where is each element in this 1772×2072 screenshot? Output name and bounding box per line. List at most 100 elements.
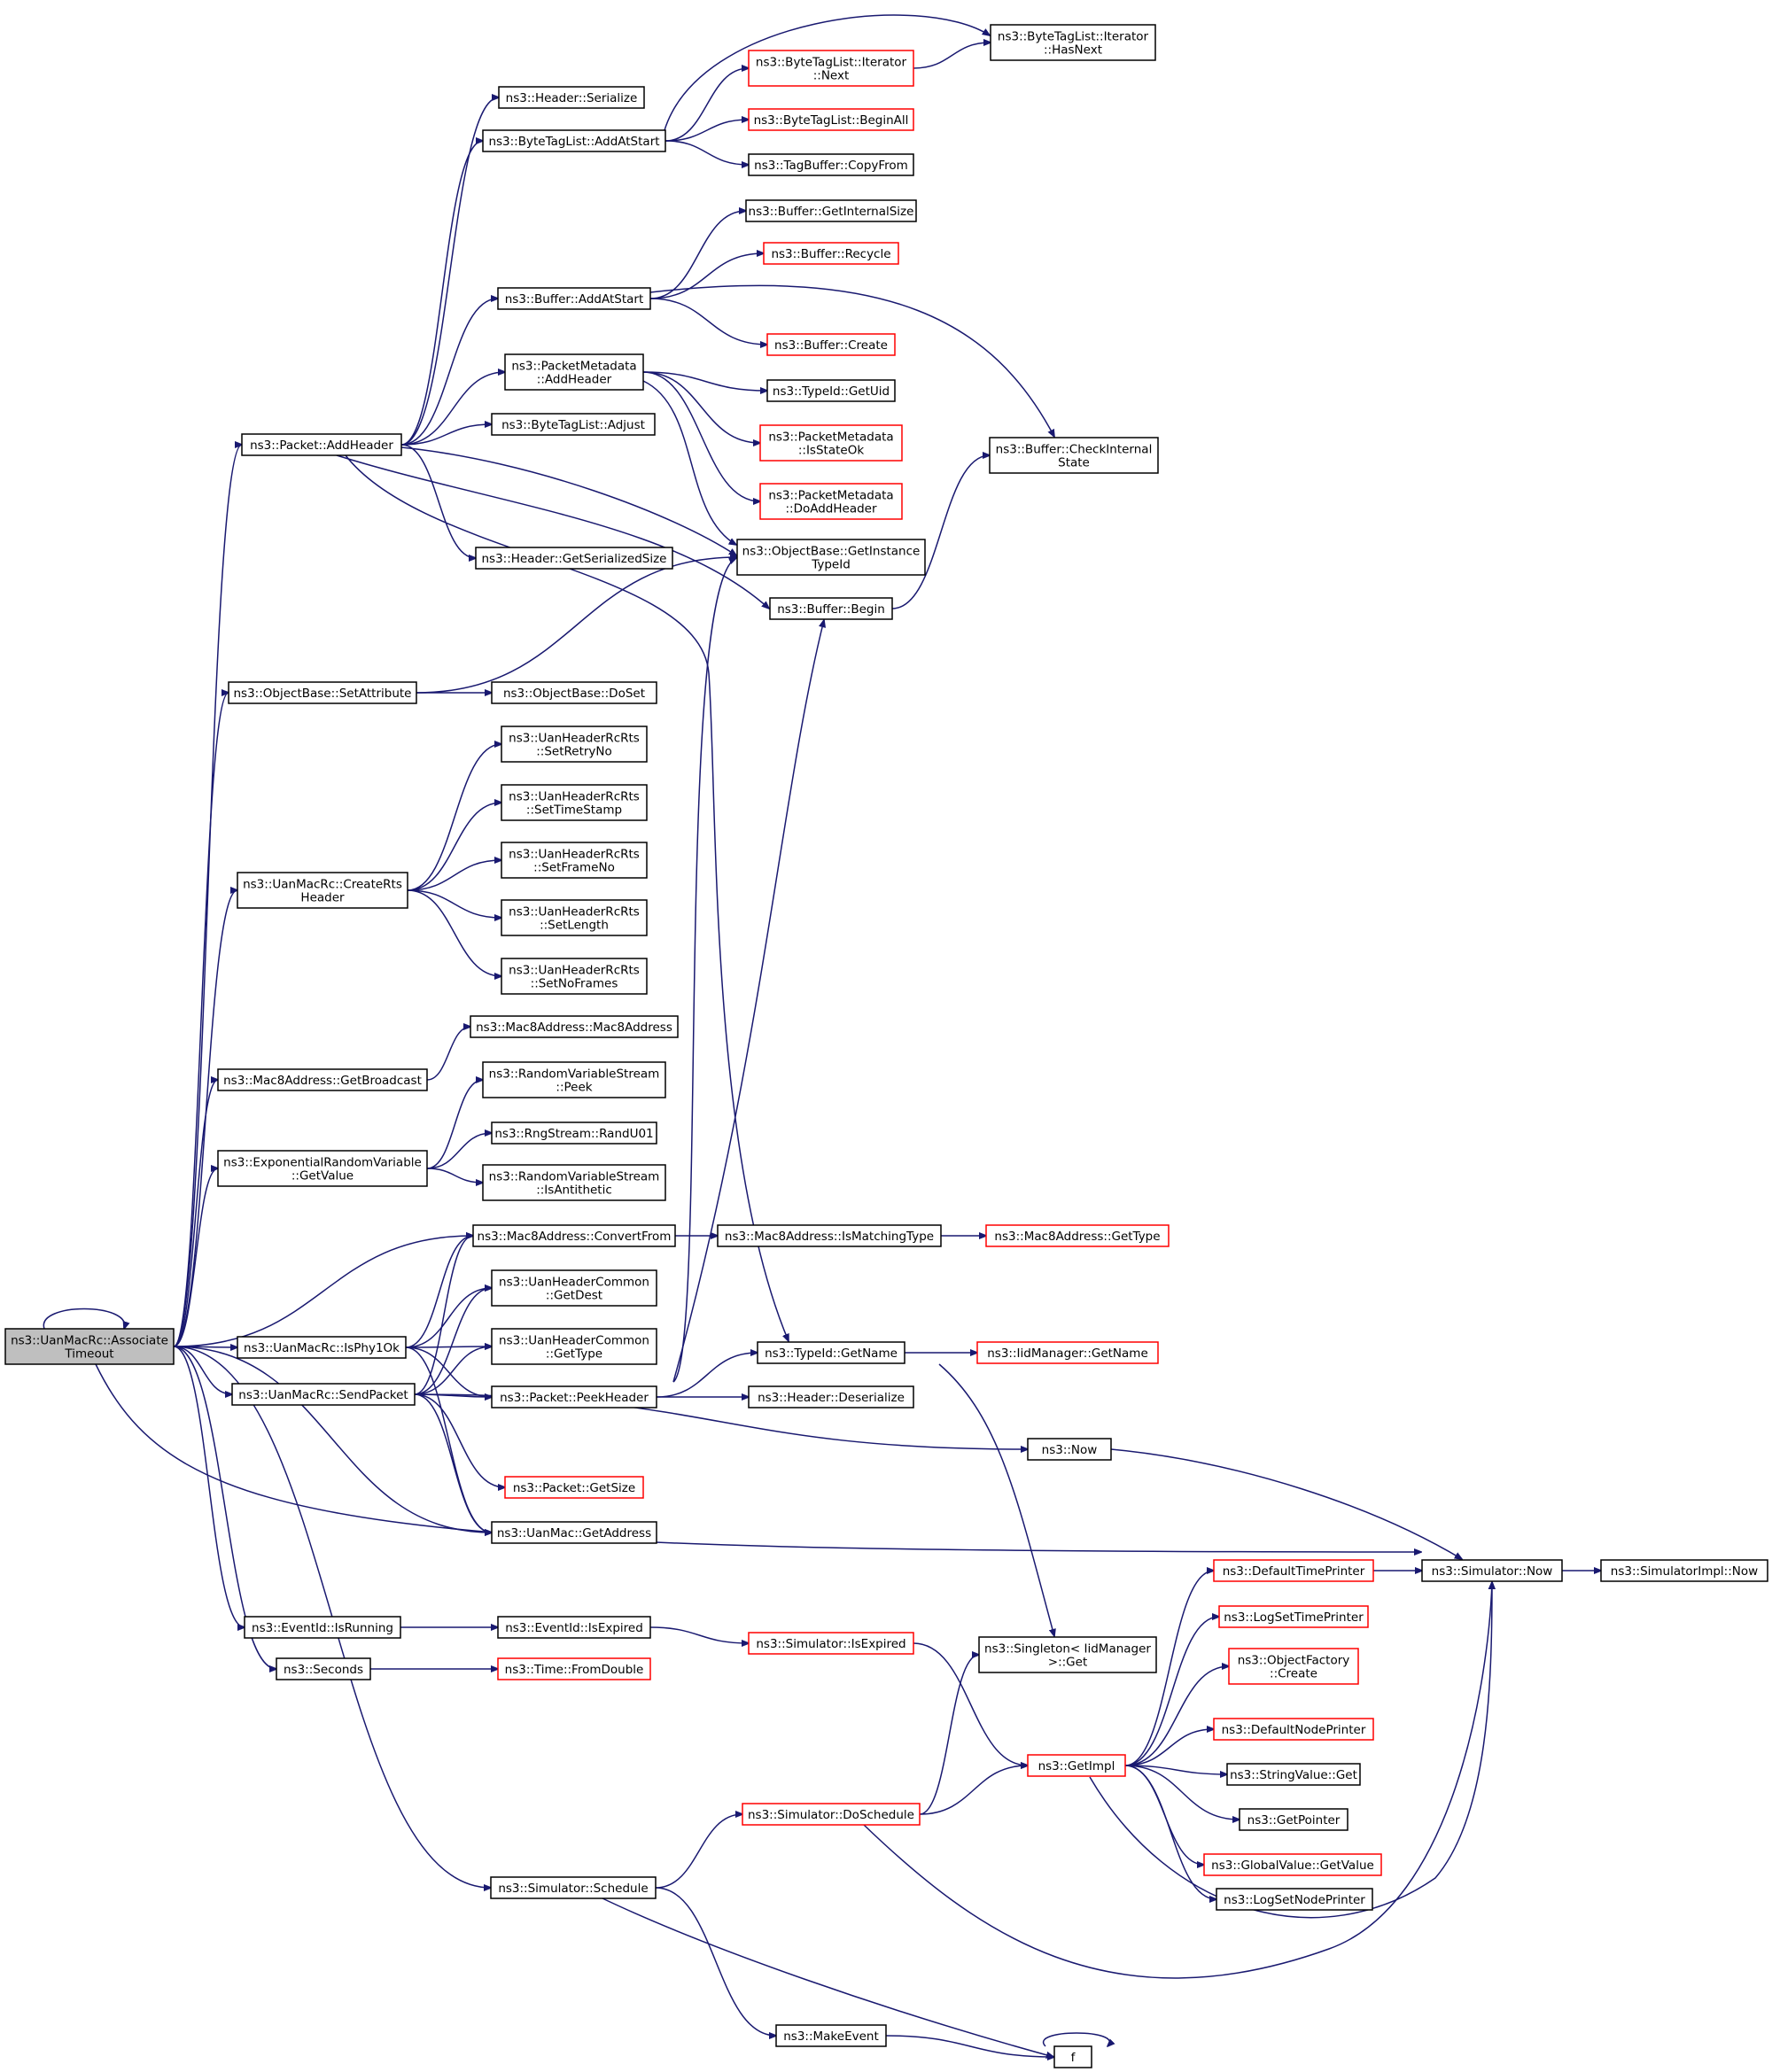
function-node-isrunning[interactable]: ns3::EventId::IsRunning	[244, 1616, 401, 1639]
node-box	[228, 681, 417, 704]
function-node-bufrecycle[interactable]: ns3::Buffer::Recycle	[763, 242, 899, 265]
function-node-makeevent[interactable]: ns3::MakeEvent	[775, 2024, 887, 2047]
function-node-ismatchingtype[interactable]: ns3::Mac8Address::IsMatchingType	[717, 1224, 942, 1247]
function-node-simnow[interactable]: ns3::Simulator::Now	[1421, 1559, 1563, 1582]
function-node-btladdatstart[interactable]: ns3::ByteTagList::AddAtStart	[482, 129, 666, 152]
function-node-iidmanagergetname[interactable]: ns3::IidManager::GetName	[976, 1341, 1159, 1364]
node-label-line: ns3::ObjectFactory	[1238, 1654, 1350, 1668]
function-node-convertfrom[interactable]: ns3::Mac8Address::ConvertFrom	[472, 1224, 676, 1247]
function-node-rvspeek[interactable]: ns3::RandomVariableStream::Peek	[482, 1061, 666, 1098]
node-box	[1203, 1853, 1382, 1876]
function-node-isphy1ok[interactable]: ns3::UanMacRc::IsPhy1Ok	[237, 1336, 407, 1359]
function-node-settimestamp[interactable]: ns3::UanHeaderRcRts::SetTimeStamp	[501, 784, 648, 821]
function-node-setattribute[interactable]: ns3::ObjectBase::SetAttribute	[228, 681, 417, 704]
function-node-defaultnodeprinter[interactable]: ns3::DefaultNodePrinter	[1213, 1718, 1374, 1741]
call-edge-root-to-root	[43, 1308, 124, 1330]
node-label-line: ns3::GetImpl	[1038, 1759, 1115, 1773]
function-node-pmdoaddheader[interactable]: ns3::PacketMetadata::DoAddHeader	[759, 483, 903, 520]
function-node-stringvalueget[interactable]: ns3::StringValue::Get	[1226, 1763, 1361, 1786]
function-node-logsettimeprinter[interactable]: ns3::LogSetTimePrinter	[1218, 1605, 1369, 1628]
function-node-btladjust[interactable]: ns3::ByteTagList::Adjust	[491, 413, 656, 436]
function-node-bufcreate[interactable]: ns3::Buffer::Create	[766, 333, 896, 356]
node-label-line: ns3::MakeEvent	[783, 2029, 879, 2044]
function-node-typeidgetuid[interactable]: ns3::TypeId::GetUid	[766, 379, 896, 402]
function-node-getpointer[interactable]: ns3::GetPointer	[1239, 1808, 1348, 1831]
call-edge-bufaddatstart-to-bufrecycle	[649, 253, 764, 299]
node-label-line: ns3::UanHeaderRcRts	[509, 905, 640, 920]
call-edge-bufaddatstart-to-bufcheckinternalstate	[649, 284, 1054, 437]
function-node-btlithasnext[interactable]: ns3::ByteTagList::Iterator::HasNext	[990, 24, 1156, 61]
function-node-setnoframes[interactable]: ns3::UanHeaderRcRts::SetNoFrames	[501, 958, 648, 995]
function-node-bufaddatstart[interactable]: ns3::Buffer::AddAtStart	[497, 287, 651, 310]
function-node-setretryno[interactable]: ns3::UanHeaderRcRts::SetRetryNo	[501, 726, 648, 763]
function-node-schedule[interactable]: ns3::Simulator::Schedule	[490, 1876, 657, 1899]
function-node-mac8ctor[interactable]: ns3::Mac8Address::Mac8Address	[470, 1015, 679, 1038]
function-node-bufbegin[interactable]: ns3::Buffer::Begin	[769, 597, 893, 620]
function-node-getserializedsize[interactable]: ns3::Header::GetSerializedSize	[475, 547, 673, 570]
function-node-getimpl[interactable]: ns3::GetImpl	[1027, 1754, 1126, 1777]
function-node-dosetobj[interactable]: ns3::ObjectBase::DoSet	[491, 681, 657, 704]
function-node-sendpacket[interactable]: ns3::UanMacRc::SendPacket	[231, 1383, 416, 1406]
function-node-uanmacgetaddress[interactable]: ns3::UanMac::GetAddress	[491, 1521, 657, 1544]
node-box	[491, 1521, 657, 1544]
call-edge-isphy1ok-to-getdest	[405, 1288, 492, 1348]
function-node-defaulttimeprinter[interactable]: ns3::DefaultTimePrinter	[1213, 1559, 1374, 1582]
function-node-expgetvalue[interactable]: ns3::ExponentialRandomVariable::GetValue	[217, 1150, 428, 1187]
function-node-btlitnext[interactable]: ns3::ByteTagList::Iterator::Next	[748, 50, 914, 87]
function-node-seconds[interactable]: ns3::Seconds	[276, 1657, 371, 1680]
node-label-line: ::SetFrameNo	[533, 861, 615, 875]
function-node-tagbufcopyfrom[interactable]: ns3::TagBuffer::CopyFrom	[748, 153, 914, 176]
call-edge-simdoschedule-to-singletonget	[919, 1655, 979, 1815]
function-node-objectfactorycreate[interactable]: ns3::ObjectFactory::Create	[1228, 1648, 1359, 1685]
function-node-btlbeginall[interactable]: ns3::ByteTagList::BeginAll	[748, 108, 914, 131]
node-box	[490, 1876, 657, 1899]
call-edge-root-to-seconds	[173, 1346, 276, 1669]
function-node-simisexpired[interactable]: ns3::Simulator::IsExpired	[748, 1632, 914, 1655]
function-node-logsetnodeprinter[interactable]: ns3::LogSetNodePrinter	[1216, 1888, 1373, 1911]
node-box	[4, 1328, 175, 1365]
function-node-hdrdeserialize[interactable]: ns3::Header::Deserialize	[748, 1385, 914, 1408]
function-node-isexpired[interactable]: ns3::EventId::IsExpired	[497, 1616, 651, 1639]
function-node-typeidgetname[interactable]: ns3::TypeId::GetName	[757, 1341, 905, 1364]
call-edge-expgetvalue-to-rvspeek	[426, 1080, 483, 1169]
node-label-line: ns3::Mac8Address::IsMatchingType	[725, 1230, 934, 1244]
function-node-ns3now[interactable]: ns3::Now	[1027, 1438, 1112, 1461]
node-box	[491, 1328, 657, 1365]
function-node-randu01[interactable]: ns3::RngStream::RandU01	[491, 1121, 657, 1145]
function-node-getdest[interactable]: ns3::UanHeaderCommon::GetDest	[491, 1269, 657, 1307]
call-edge-btladdatstart-to-btlbeginall	[664, 120, 749, 142]
node-label-line: ns3::UanHeaderCommon	[499, 1334, 649, 1348]
call-edge-bufaddatstart-to-bufcreate	[649, 298, 767, 345]
function-node-pmaddheader[interactable]: ns3::PacketMetadata::AddHeader	[504, 353, 644, 391]
function-node-getsize[interactable]: ns3::Packet::GetSize	[504, 1476, 644, 1499]
node-box	[1226, 1763, 1361, 1786]
function-node-setlength[interactable]: ns3::UanHeaderRcRts::SetLength	[501, 899, 648, 936]
node-box	[244, 1616, 401, 1639]
function-node-isantithetic[interactable]: ns3::RandomVariableStream::IsAntithetic	[482, 1164, 666, 1201]
function-node-ffunc[interactable]: f	[1053, 2045, 1092, 2068]
call-edge-getimpl-to-objectfactorycreate	[1124, 1666, 1229, 1766]
function-node-peekheader[interactable]: ns3::Packet::PeekHeader	[491, 1385, 657, 1408]
function-node-hdrserialize[interactable]: ns3::Header::Serialize	[498, 86, 645, 109]
function-node-globalvaluegetvalue[interactable]: ns3::GlobalValue::GetValue	[1203, 1853, 1382, 1876]
function-node-gettypecommon[interactable]: ns3::UanHeaderCommon::GetType	[491, 1328, 657, 1365]
call-edge-addheader-to-bufaddatstart	[400, 299, 498, 446]
node-box	[491, 1385, 657, 1408]
function-node-mac8gettype[interactable]: ns3::Mac8Address::GetType	[985, 1224, 1170, 1247]
node-label-line: ns3::Seconds	[284, 1663, 363, 1677]
function-node-setframeno[interactable]: ns3::UanHeaderRcRts::SetFrameNo	[501, 842, 648, 879]
call-edge-getimpl-to-getpointer	[1124, 1765, 1240, 1820]
function-node-addheader[interactable]: ns3::Packet::AddHeader	[241, 433, 402, 456]
function-node-simimplnow[interactable]: ns3::SimulatorImpl::Now	[1600, 1559, 1768, 1582]
function-node-pmisstateok[interactable]: ns3::PacketMetadata::IsStateOk	[759, 424, 903, 462]
function-node-singletonget[interactable]: ns3::Singleton< IidManager >::Get	[978, 1636, 1157, 1673]
function-node-fromdouble[interactable]: ns3::Time::FromDouble	[497, 1657, 651, 1680]
call-edge-peekheader-to-bufbegin	[672, 620, 824, 1383]
function-node-bufgetinternalsize[interactable]: ns3::Buffer::GetInternalSize	[745, 199, 917, 222]
function-node-getbroadcast[interactable]: ns3::Mac8Address::GetBroadcast	[217, 1068, 428, 1091]
function-node-simdoschedule[interactable]: ns3::Simulator::DoSchedule	[742, 1803, 921, 1826]
